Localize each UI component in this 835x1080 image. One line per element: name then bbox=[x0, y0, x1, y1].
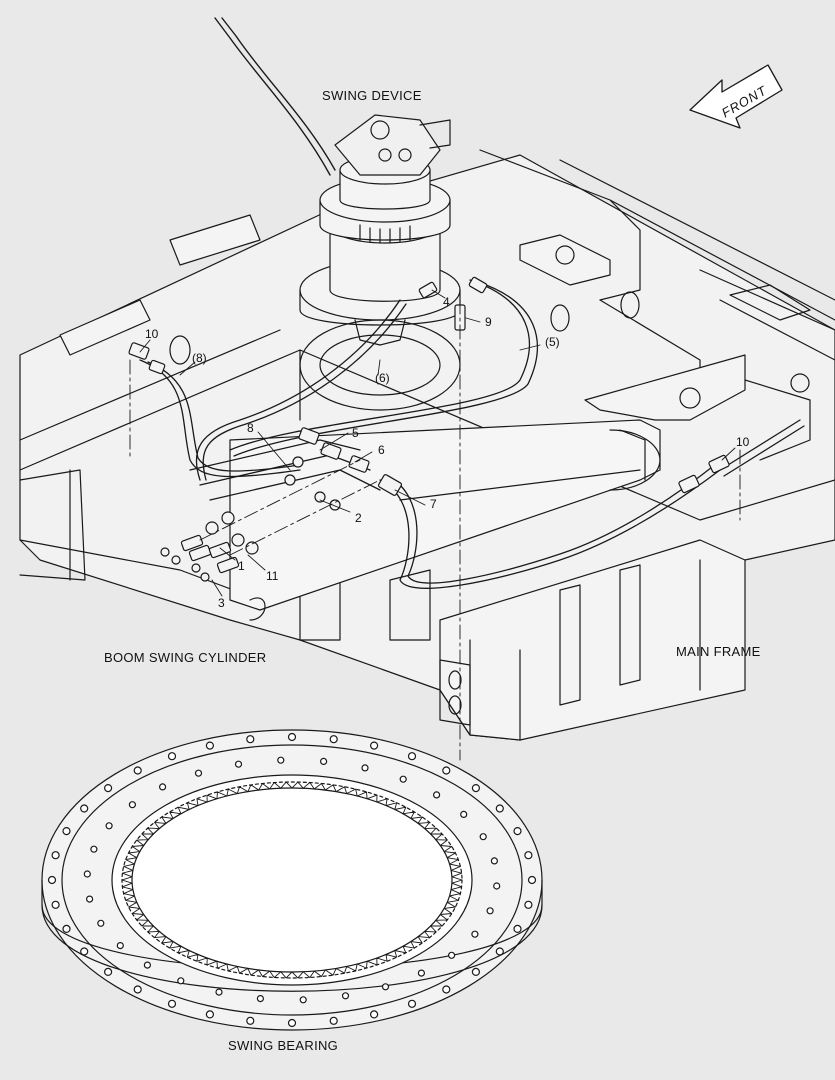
bolt-hole bbox=[128, 801, 136, 809]
bolt-hole bbox=[471, 967, 480, 977]
bolt-hole bbox=[116, 941, 124, 950]
bolt-hole bbox=[381, 983, 390, 991]
callout-4: 4 bbox=[443, 295, 450, 309]
callout-6: 6 bbox=[378, 443, 385, 457]
bolt-hole bbox=[246, 1016, 255, 1025]
bolt-hole bbox=[90, 845, 98, 853]
bolt-hole bbox=[167, 752, 177, 761]
bolt-hole bbox=[407, 752, 417, 761]
bolt-hole bbox=[205, 1010, 214, 1019]
callout-11: 11 bbox=[266, 569, 279, 583]
main-frame-label: MAIN FRAME bbox=[676, 644, 761, 659]
bolt-hole bbox=[103, 783, 113, 793]
bolt-hole bbox=[399, 775, 407, 783]
bolt-hole bbox=[361, 764, 369, 772]
bolt-hole bbox=[513, 924, 522, 934]
bolt-hole bbox=[51, 900, 60, 909]
swing-device-label: SWING DEVICE bbox=[322, 88, 422, 103]
swing-bearing bbox=[41, 729, 543, 1031]
bolt-hole bbox=[234, 760, 243, 768]
bolt-hole bbox=[524, 900, 533, 909]
callout-1: 1 bbox=[238, 559, 245, 573]
bolt-hole bbox=[85, 895, 94, 903]
callout-6-paren: (6) bbox=[375, 371, 390, 385]
bearing-bolt-holes bbox=[47, 732, 537, 1028]
callout-7: 7 bbox=[430, 497, 437, 511]
bolt-hole bbox=[51, 851, 60, 860]
bolt-hole bbox=[460, 810, 468, 819]
bolt-hole bbox=[417, 969, 425, 977]
bolt-hole bbox=[341, 992, 350, 1000]
callout-3: 3 bbox=[218, 596, 225, 610]
center-lines bbox=[129, 299, 741, 761]
fittings bbox=[128, 276, 730, 582]
bolt-hole bbox=[513, 826, 522, 836]
bolt-hole bbox=[320, 757, 328, 766]
bolt-hole bbox=[448, 951, 456, 959]
bolt-hole bbox=[80, 947, 89, 956]
bolt-hole bbox=[177, 977, 185, 985]
bolt-hole bbox=[471, 783, 480, 793]
bolt-hole bbox=[329, 735, 338, 744]
bolt-hole bbox=[493, 882, 501, 890]
callout-8-paren: (8) bbox=[192, 351, 207, 365]
front-arrow bbox=[689, 64, 783, 129]
bolt-hole bbox=[47, 875, 57, 885]
bolt-hole bbox=[215, 988, 223, 996]
callout-2: 2 bbox=[355, 511, 362, 525]
bolt-hole bbox=[246, 735, 255, 744]
boom-swing-cylinder-label: BOOM SWING CYLINDER bbox=[104, 650, 267, 665]
swing-bearing-label: SWING BEARING bbox=[228, 1038, 339, 1053]
bolt-hole bbox=[433, 791, 441, 799]
callout-10-right: 10 bbox=[736, 435, 750, 449]
swing-device bbox=[299, 114, 461, 346]
bolt-hole bbox=[62, 924, 71, 934]
center-flange bbox=[299, 319, 461, 411]
bolt-hole bbox=[256, 994, 264, 1003]
bolt-hole bbox=[479, 833, 487, 841]
bolt-hole bbox=[159, 783, 167, 791]
bolt-hole bbox=[495, 947, 504, 956]
bolt-hole bbox=[299, 996, 307, 1004]
bolt-hole bbox=[527, 875, 537, 885]
callout-8: 8 bbox=[247, 421, 254, 435]
bolt-hole bbox=[133, 766, 142, 775]
bolt-hole bbox=[103, 967, 113, 977]
bolt-hole bbox=[442, 985, 451, 994]
callout-9: 9 bbox=[485, 315, 492, 329]
bolt-hole bbox=[370, 1010, 379, 1019]
bolt-hole bbox=[490, 857, 498, 865]
gear-teeth bbox=[121, 781, 463, 979]
bolt-hole bbox=[83, 870, 91, 878]
bolt-hole bbox=[287, 1018, 297, 1028]
bolt-hole bbox=[105, 822, 113, 830]
bolt-hole bbox=[167, 999, 177, 1008]
bolt-hole bbox=[97, 919, 105, 927]
bolt-hole bbox=[486, 907, 494, 915]
bolt-hole bbox=[524, 851, 533, 860]
bolt-hole bbox=[287, 732, 297, 742]
bolt-hole bbox=[143, 961, 151, 969]
bolt-hole bbox=[407, 999, 417, 1008]
bolt-hole bbox=[370, 741, 379, 750]
leader-lines bbox=[139, 289, 736, 597]
boom-swing-cylinder bbox=[229, 419, 661, 621]
callout-numbers: 10 (8) 4 9 (5) (6) 8 5 6 7 2 1 11 3 10 bbox=[145, 295, 750, 610]
bolt-hole bbox=[133, 985, 142, 994]
bolt-hole bbox=[471, 930, 479, 938]
bolt-hole bbox=[277, 756, 285, 764]
bolt-hole bbox=[62, 826, 71, 836]
callout-10-left: 10 bbox=[145, 327, 159, 341]
bolt-hole bbox=[205, 741, 214, 750]
bolt-hole bbox=[329, 1016, 338, 1025]
bolt-hole bbox=[80, 804, 89, 813]
bolt-hole bbox=[495, 804, 504, 813]
callout-5: 5 bbox=[352, 426, 359, 440]
bolt-hole bbox=[194, 769, 203, 777]
bolt-hole bbox=[442, 766, 451, 775]
control-cable bbox=[214, 17, 331, 176]
callout-5-paren: (5) bbox=[545, 335, 560, 349]
